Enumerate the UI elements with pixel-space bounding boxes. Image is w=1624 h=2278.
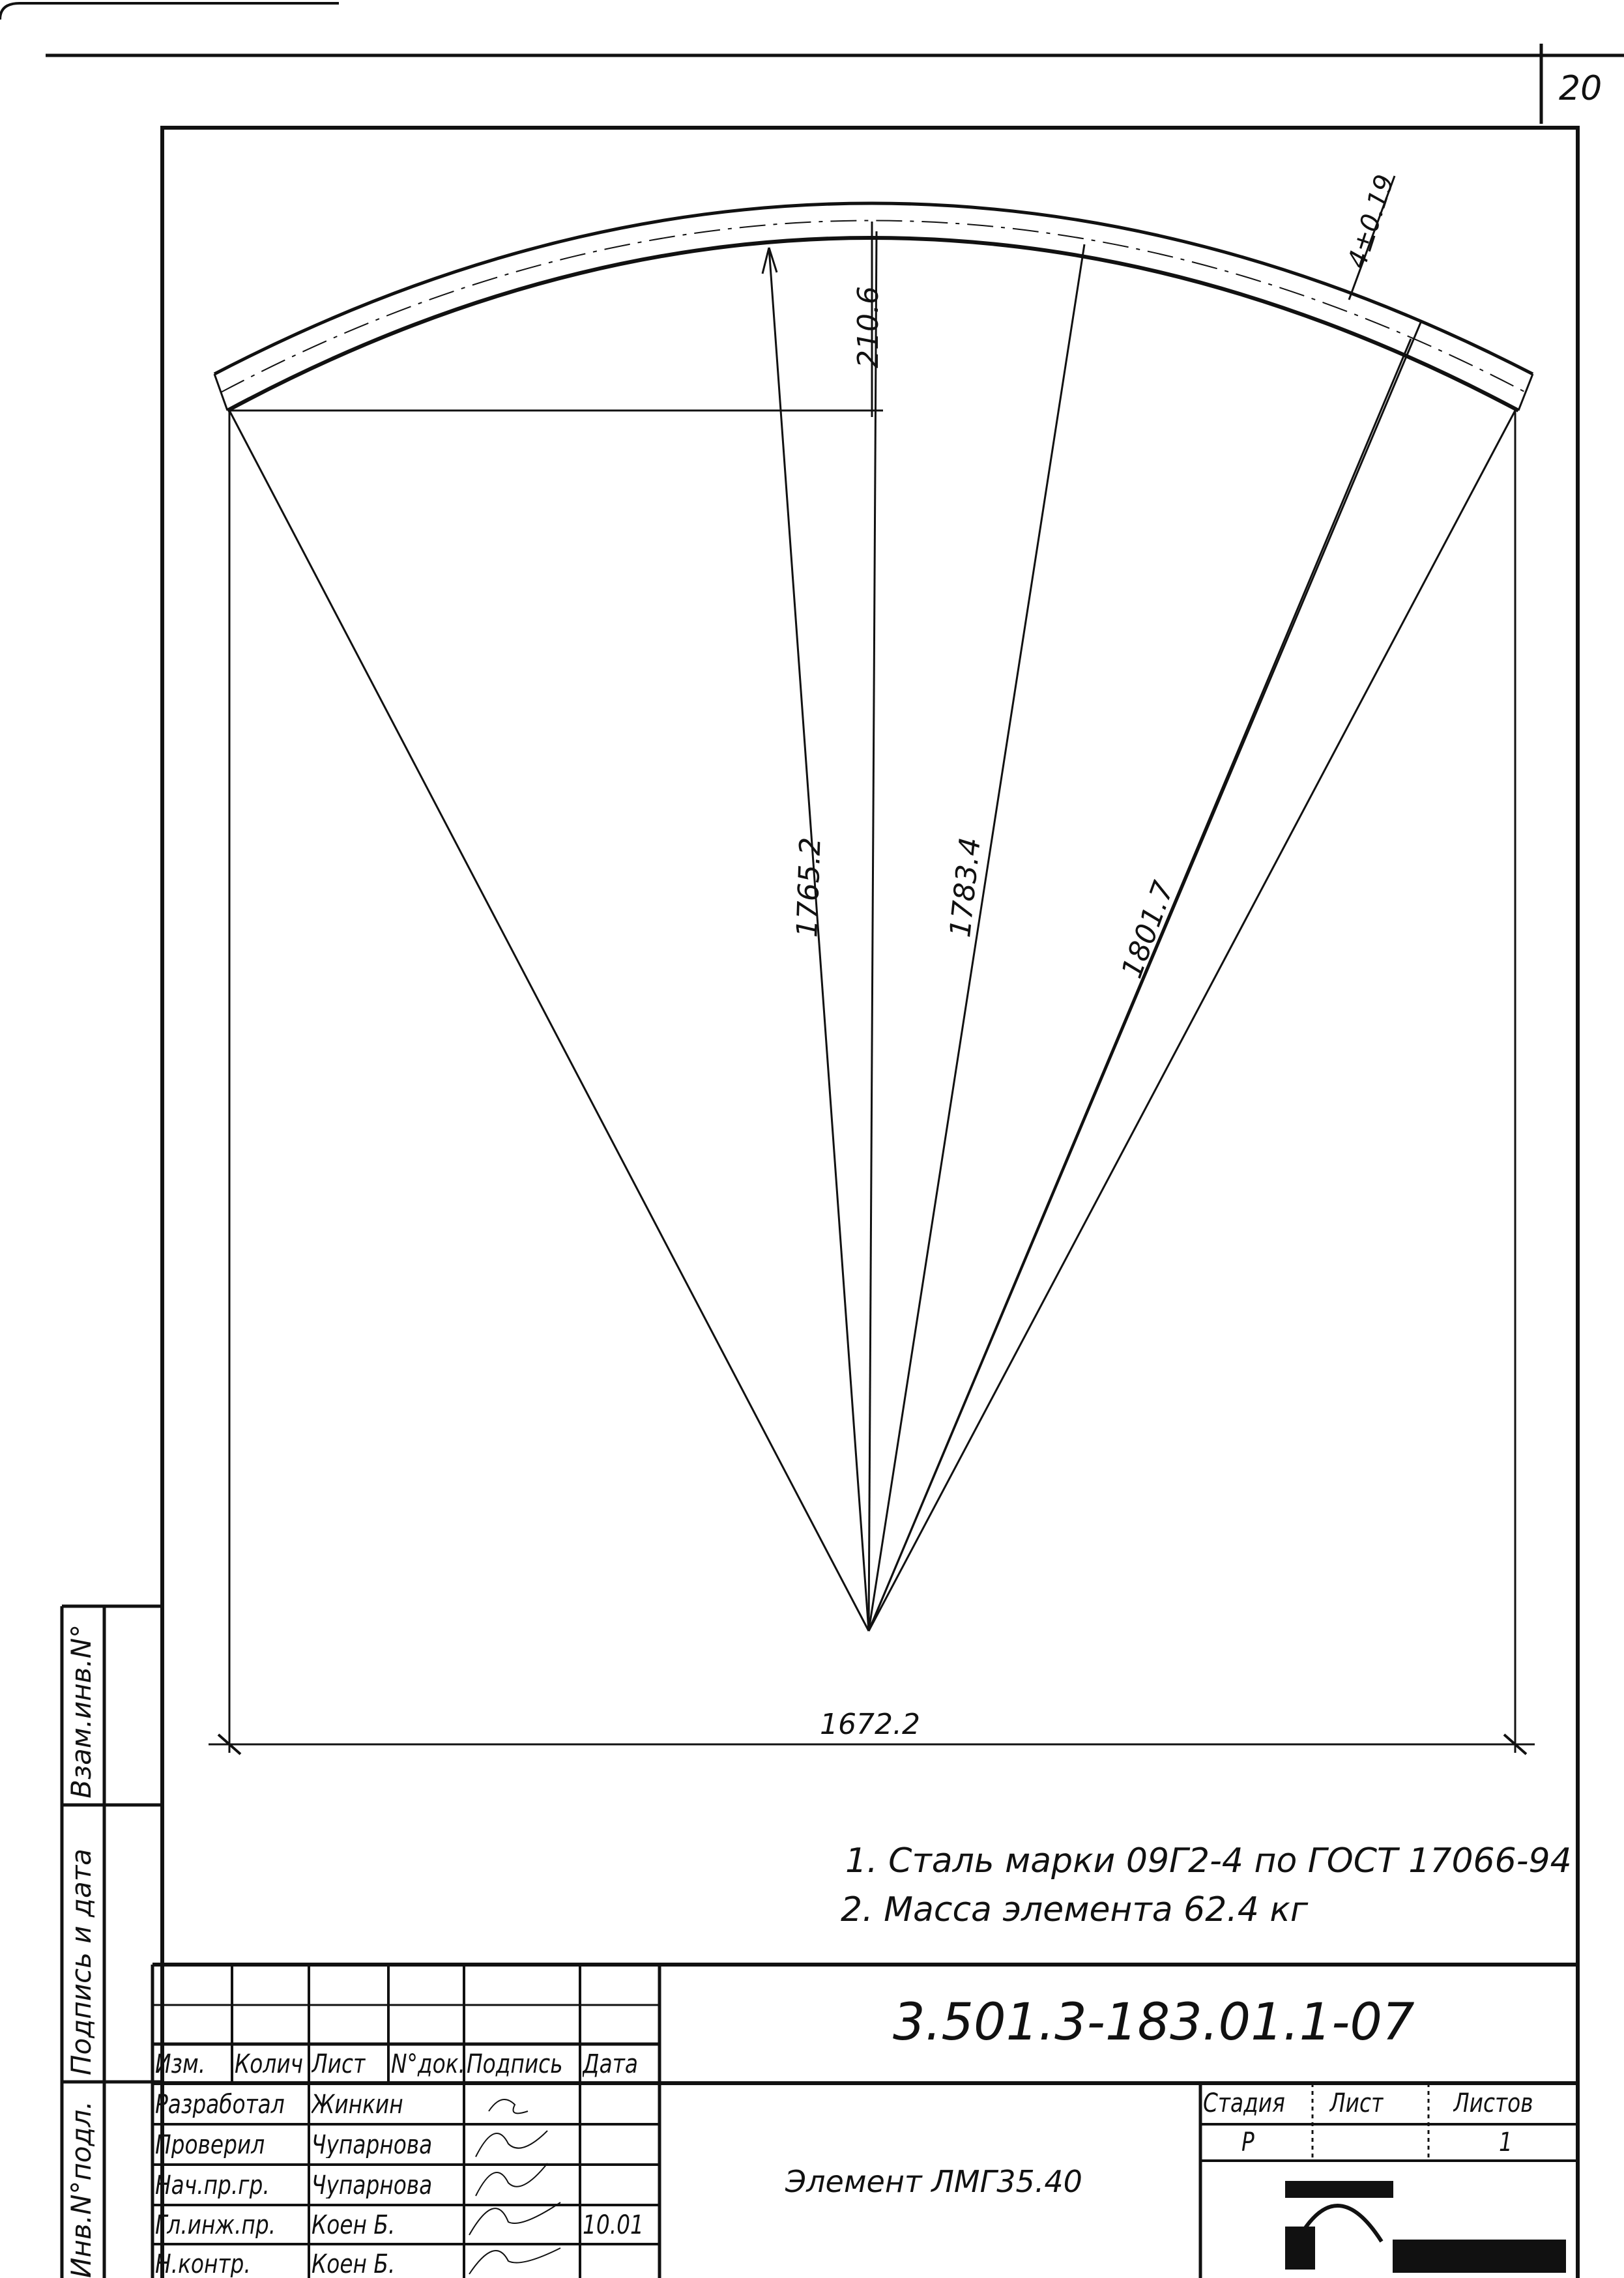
arc-outer bbox=[213, 201, 1534, 376]
row-person: Коен Б. bbox=[312, 2251, 396, 2277]
thickness-leader bbox=[1348, 175, 1396, 300]
header-kolich: Колич bbox=[235, 2051, 304, 2077]
note-1: 1. Сталь марки 09Г2-4 по ГОСТ 17066-94 bbox=[845, 1841, 1572, 1881]
row-person: Жинкин bbox=[312, 2092, 403, 2118]
signatures bbox=[469, 2099, 561, 2275]
side-strip bbox=[60, 1604, 162, 2278]
stage-header: Стадия bbox=[1203, 2090, 1285, 2116]
sheet-corner bbox=[0, 2, 339, 20]
row-person: Чупарнова bbox=[312, 2132, 433, 2158]
header-podpis: Подпись bbox=[467, 2051, 563, 2077]
radius-lines bbox=[228, 231, 1516, 1632]
header-izm: Изм. bbox=[155, 2051, 206, 2077]
row-role: Нач.пр.гр. bbox=[155, 2172, 270, 2199]
arc-centerline bbox=[220, 220, 1526, 393]
sheet-number: 20 bbox=[1559, 69, 1602, 108]
sheet-header: Лист bbox=[1329, 2090, 1384, 2116]
sheets-header: Листов bbox=[1453, 2090, 1533, 2116]
row-date: 10.01 bbox=[583, 2212, 644, 2238]
header-list: Лист bbox=[312, 2051, 366, 2077]
row-role: Проверил bbox=[155, 2132, 265, 2158]
row-role: Н.контр. bbox=[155, 2251, 251, 2277]
dim-radius-1: 1765.2 bbox=[790, 837, 828, 938]
row-person: Коен Б. bbox=[312, 2212, 396, 2238]
title-block-grid bbox=[151, 1963, 1578, 2278]
dim-chord: 1672.2 bbox=[820, 1708, 920, 1741]
side-label-orig-inv: Инв.N°подл. bbox=[65, 2101, 97, 2278]
side-label-sign-date: Подпись и дата bbox=[65, 1849, 97, 2075]
row-person: Чупарнова bbox=[312, 2172, 433, 2199]
logo-icon bbox=[1285, 2181, 1566, 2273]
sheets-value: 1 bbox=[1499, 2129, 1513, 2155]
header-ndok: N°док. bbox=[391, 2051, 465, 2077]
header-data: Дата bbox=[583, 2051, 638, 2077]
drawing-frame bbox=[160, 126, 1580, 2278]
row-role: Разработал bbox=[155, 2092, 285, 2118]
dim-arc-height: 210.6 bbox=[851, 286, 885, 368]
arrow-r1 bbox=[761, 247, 778, 274]
document-code: 3.501.3-183.01.1-07 bbox=[893, 1993, 1415, 2052]
stage-value: Р bbox=[1241, 2129, 1254, 2155]
element-name: Элемент ЛМГ35.40 bbox=[785, 2164, 1082, 2199]
side-label-replace-inv: Взам.инв.N° bbox=[65, 1624, 97, 1798]
row-role: Гл.инж.пр. bbox=[155, 2212, 276, 2238]
note-2: 2. Масса элемента 62.4 кг bbox=[841, 1890, 1309, 1929]
